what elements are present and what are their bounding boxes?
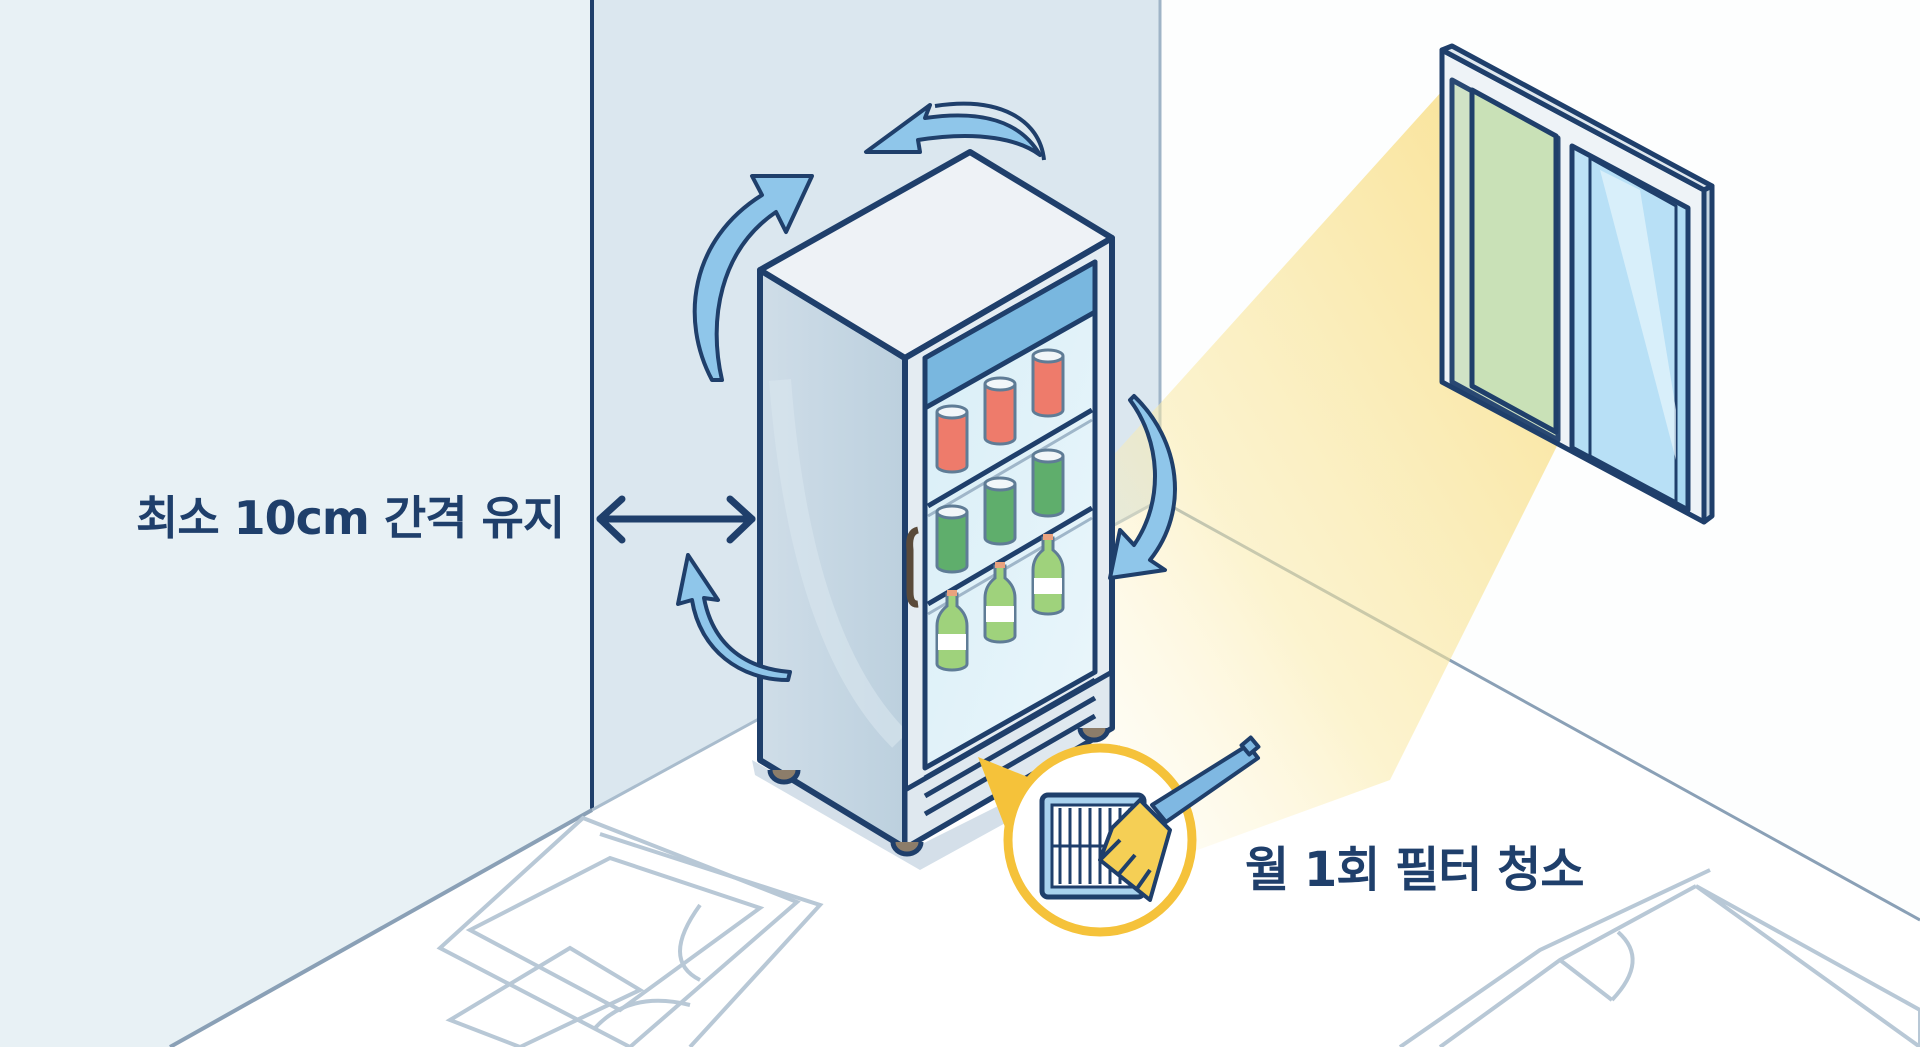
beverages (935, 348, 1065, 672)
airflow-arrow-icon (692, 174, 814, 382)
floor-seam-left (169, 808, 593, 1047)
casters (767, 727, 1111, 857)
airflow-arrows (676, 101, 1177, 682)
floor-plan-lines (436, 815, 1920, 1047)
filter-callout (978, 735, 1261, 937)
vent-grille (923, 677, 1097, 817)
fridge-left-side (757, 267, 908, 851)
brush-icon (1098, 735, 1261, 902)
can-icon (1031, 348, 1065, 418)
window-icon (1439, 43, 1715, 525)
fridge-shadow (752, 745, 1120, 870)
clearance-label: 최소 10cm 간격 유지 (136, 491, 565, 545)
door-handle (906, 526, 920, 608)
shelf-1 (926, 407, 1094, 509)
airflow-arrow-icon (1108, 394, 1177, 580)
can-icon (983, 376, 1017, 446)
double-arrow-icon (596, 495, 756, 544)
can-icon (1031, 448, 1065, 518)
fridge-header-panel (922, 259, 1098, 411)
shelf-2 (926, 505, 1094, 607)
bottle-icon (983, 562, 1017, 644)
bottle-icon (935, 590, 969, 672)
bottle-icon (1031, 534, 1065, 616)
airflow-arrow-icon (676, 553, 792, 682)
can-icon (935, 404, 969, 474)
can-icon (983, 476, 1017, 546)
airflow-arrow-icon (864, 103, 1042, 157)
sunlight-beam (1060, 80, 1560, 900)
filter-cleaning-label: 월 1회 필터 청소 (1245, 842, 1584, 898)
can-icon (935, 504, 969, 574)
airflow-arrow-icon (934, 101, 1046, 161)
